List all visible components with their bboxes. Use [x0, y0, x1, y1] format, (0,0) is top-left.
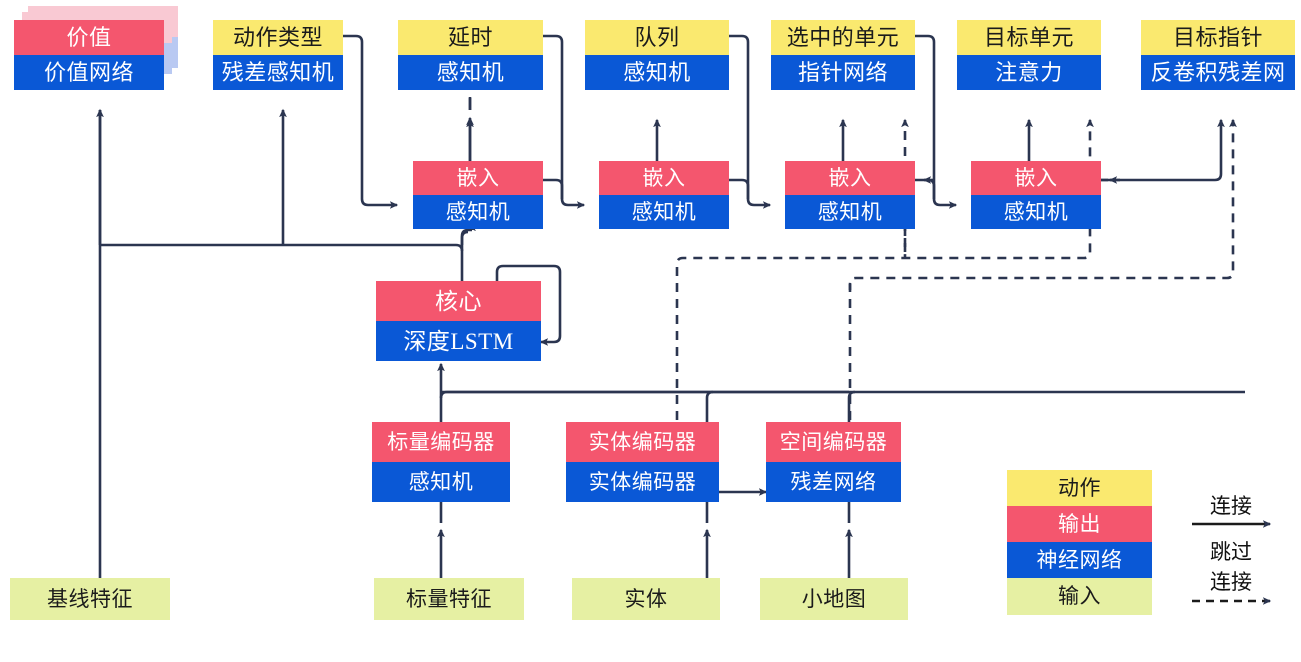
- embed-4-network: 感知机: [971, 195, 1101, 229]
- core-output: 核心: [376, 281, 541, 321]
- head-target-point-action: 目标指针: [1141, 20, 1295, 55]
- embed-2-output: 嵌入: [599, 161, 729, 195]
- head-selected-units-network: 指针网络: [771, 55, 915, 90]
- spatial-encoder-network: 残差网络: [766, 462, 901, 502]
- embed-4[interactable]: 嵌入 感知机: [971, 161, 1101, 229]
- scalar-encoder-output: 标量编码器: [372, 422, 510, 462]
- legend-swatch-output: 输出: [1007, 506, 1152, 542]
- legend-swatch-network: 神经网络: [1007, 542, 1152, 578]
- embed-4-output: 嵌入: [971, 161, 1101, 195]
- legend-swatches: 动作 输出 神经网络 输入: [1007, 470, 1152, 615]
- input-scalar-features[interactable]: 标量特征: [374, 578, 524, 620]
- head-value-action: 价值: [14, 20, 164, 55]
- embed-1-output: 嵌入: [413, 161, 543, 195]
- head-value-network: 价值网络: [14, 55, 164, 90]
- legend-connection-label: 连接: [1210, 494, 1252, 518]
- head-queue-action: 队列: [585, 20, 729, 55]
- scalar-encoder-network: 感知机: [372, 462, 510, 502]
- entity-encoder[interactable]: 实体编码器 实体编码器: [566, 422, 719, 502]
- input-baseline-features[interactable]: 基线特征: [10, 578, 170, 620]
- entity-encoder-output: 实体编码器: [566, 422, 719, 462]
- head-queue-network: 感知机: [585, 55, 729, 90]
- head-value[interactable]: 价值 价值网络: [14, 20, 164, 90]
- legend-swatch-input: 输入: [1007, 578, 1152, 615]
- head-delay-network: 感知机: [398, 55, 543, 90]
- head-target-unit[interactable]: 目标单元 注意力: [957, 20, 1101, 90]
- spatial-encoder[interactable]: 空间编码器 残差网络: [766, 422, 901, 502]
- spatial-encoder-output: 空间编码器: [766, 422, 901, 462]
- core-block[interactable]: 核心 深度LSTM: [376, 281, 541, 361]
- embed-3-output: 嵌入: [785, 161, 915, 195]
- head-action-type[interactable]: 动作类型 残差感知机: [213, 20, 343, 90]
- input-minimap[interactable]: 小地图: [760, 578, 908, 620]
- core-network: 深度LSTM: [376, 321, 541, 361]
- embed-3-network: 感知机: [785, 195, 915, 229]
- legend-skip-label-line1: 跳过: [1210, 540, 1252, 564]
- legend-skip-label-line2: 连接: [1210, 570, 1252, 594]
- head-selected-units-action: 选中的单元: [771, 20, 915, 55]
- head-action-type-action: 动作类型: [213, 20, 343, 55]
- head-queue[interactable]: 队列 感知机: [585, 20, 729, 90]
- embed-1[interactable]: 嵌入 感知机: [413, 161, 543, 229]
- head-delay-action: 延时: [398, 20, 543, 55]
- embed-2[interactable]: 嵌入 感知机: [599, 161, 729, 229]
- head-target-point[interactable]: 目标指针 反卷积残差网: [1141, 20, 1295, 90]
- legend-swatch-action: 动作: [1007, 470, 1152, 506]
- head-target-unit-action: 目标单元: [957, 20, 1101, 55]
- head-target-unit-network: 注意力: [957, 55, 1101, 90]
- head-selected-units[interactable]: 选中的单元 指针网络: [771, 20, 915, 90]
- embed-3[interactable]: 嵌入 感知机: [785, 161, 915, 229]
- head-delay[interactable]: 延时 感知机: [398, 20, 543, 90]
- head-action-type-network: 残差感知机: [213, 55, 343, 90]
- entity-encoder-network: 实体编码器: [566, 462, 719, 502]
- input-entities[interactable]: 实体: [572, 578, 720, 620]
- head-target-point-network: 反卷积残差网: [1141, 55, 1295, 90]
- scalar-encoder[interactable]: 标量编码器 感知机: [372, 422, 510, 502]
- embed-2-network: 感知机: [599, 195, 729, 229]
- embed-1-network: 感知机: [413, 195, 543, 229]
